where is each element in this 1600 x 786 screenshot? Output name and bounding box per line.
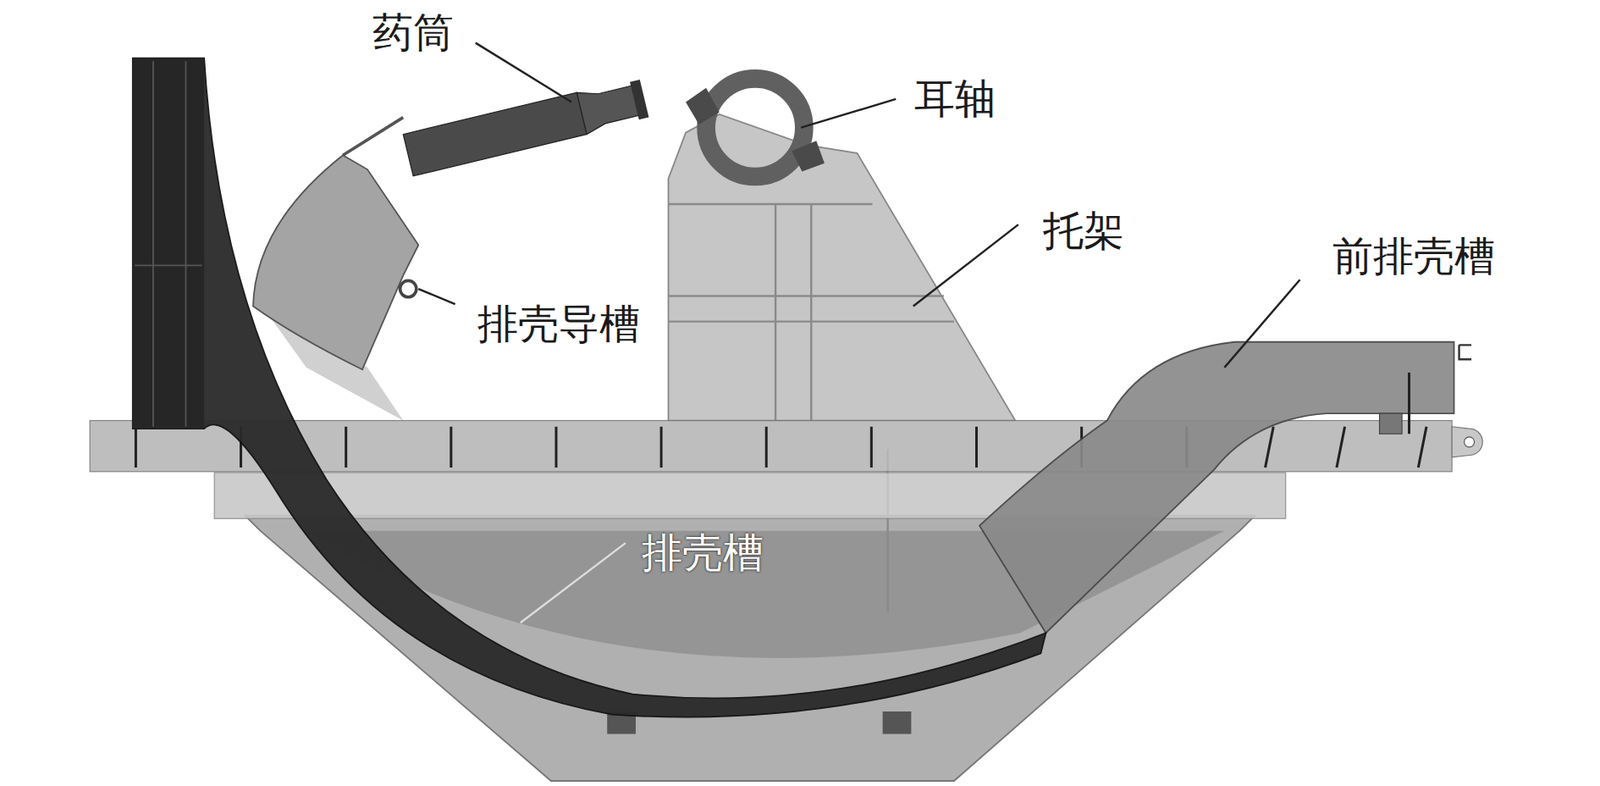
- leader-line: [520, 542, 626, 623]
- shell-guide-chute: [253, 154, 419, 370]
- part-label: 前排壳槽: [1332, 233, 1496, 279]
- part-label: 排壳槽: [641, 529, 764, 575]
- trunnion-clamp: [685, 88, 720, 125]
- part-label: 耳轴: [914, 76, 996, 122]
- part-label: 托架: [1042, 208, 1125, 254]
- chute-tab: [1459, 344, 1472, 359]
- guide-lug: [400, 280, 417, 297]
- part-label: 药筒: [372, 10, 454, 56]
- guide-lip: [342, 117, 403, 156]
- trunnion-clamp: [791, 140, 825, 172]
- shell-trough: [132, 58, 1047, 718]
- chute-rod: [1407, 372, 1411, 434]
- chute-bracket: [1379, 413, 1403, 434]
- trunnion: [706, 78, 805, 177]
- post: [132, 58, 205, 429]
- post-lines: [134, 60, 203, 426]
- front-shell-chute: [979, 342, 1454, 633]
- rail-lug: [1451, 426, 1483, 458]
- part-label: 排壳导槽: [477, 301, 640, 347]
- rail-lug-hole: [1464, 436, 1475, 447]
- cartridge-case: [402, 77, 650, 177]
- foot: [882, 711, 912, 734]
- leader-lines: [418, 43, 1300, 368]
